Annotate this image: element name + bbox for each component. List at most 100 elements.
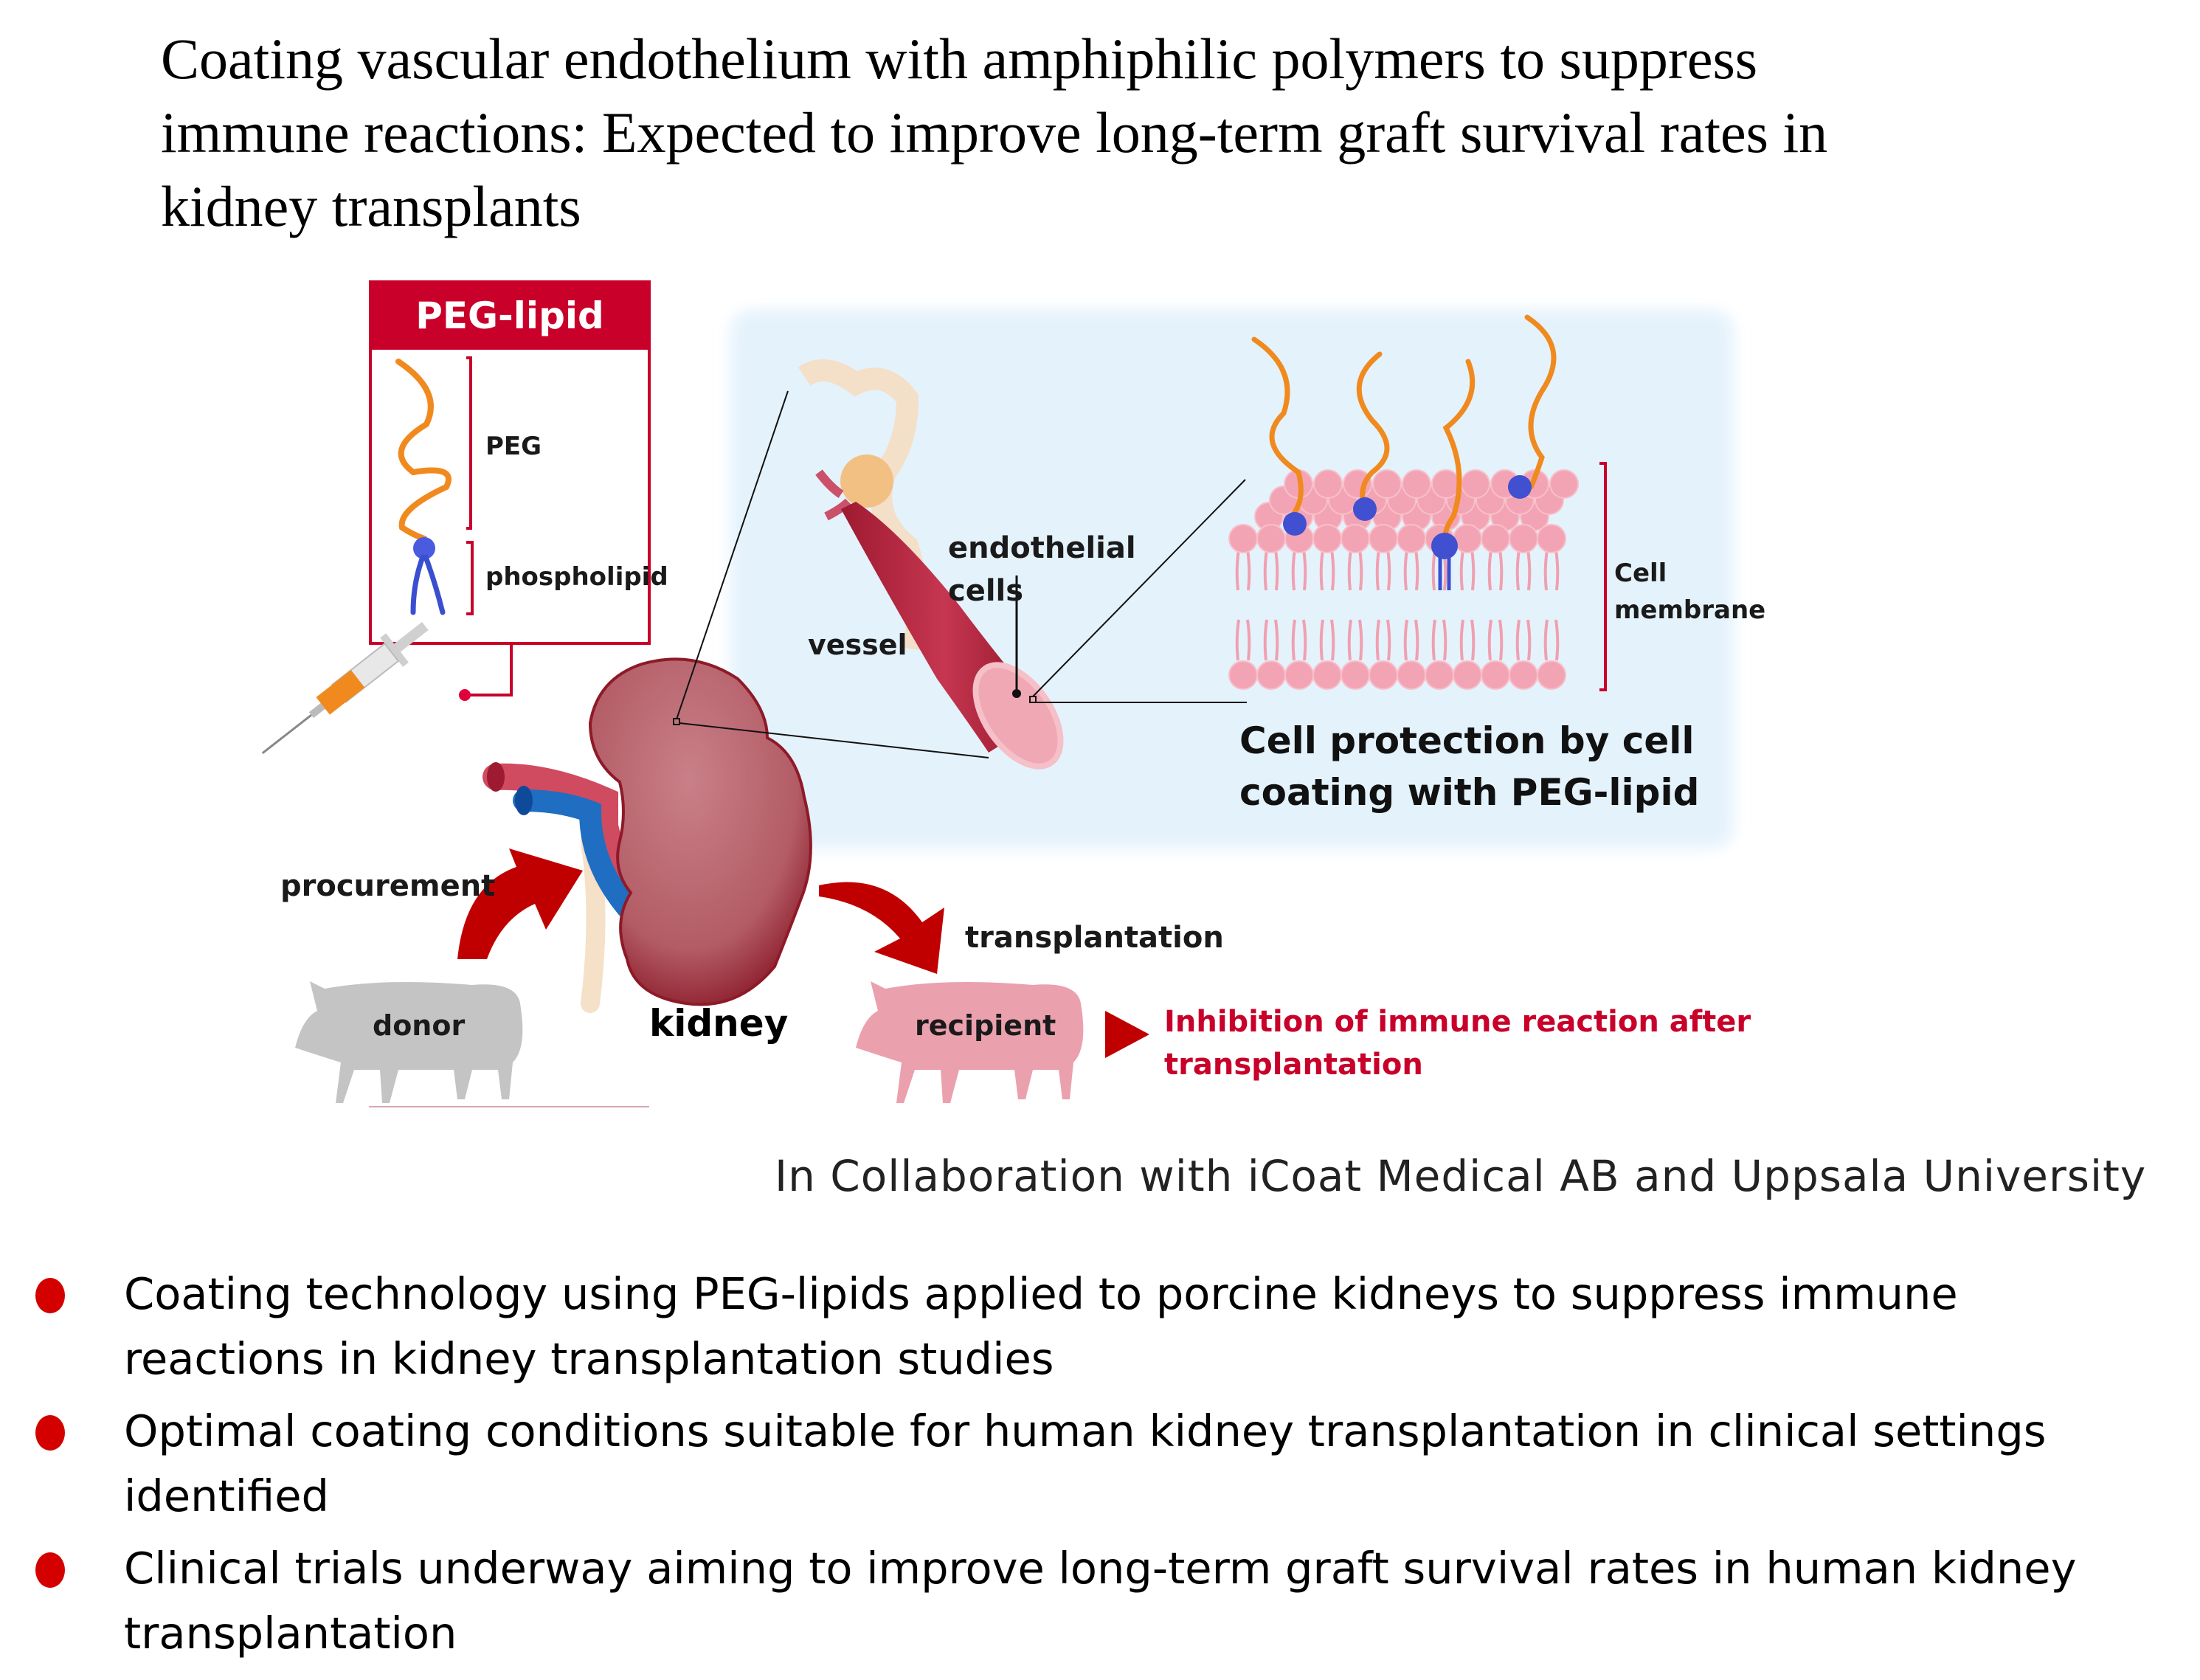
cell-membrane-bracket [1599, 462, 1607, 691]
lipid-tail [1543, 549, 1560, 591]
lipid-tail [1459, 619, 1476, 661]
phospholipid-bracket [466, 541, 474, 615]
lipid-tail [1515, 619, 1532, 661]
lipid-head [1461, 469, 1490, 499]
result-arrow-icon [1105, 1011, 1149, 1058]
lipid-head [1537, 524, 1566, 553]
page-title: Coating vascular endothelium with amphip… [161, 22, 2005, 243]
lipid-head [1341, 660, 1370, 690]
cell-membrane-label-1: Cell [1614, 559, 1667, 588]
renal-artery [482, 763, 633, 899]
donor-pig-icon [295, 981, 523, 1103]
lipid-tail [1291, 549, 1307, 591]
syringe-icon [261, 621, 429, 755]
peg-bracket [466, 356, 472, 530]
lipid-tail [1375, 549, 1391, 591]
lipid-head [1431, 469, 1461, 499]
lipid-head [1509, 660, 1538, 690]
lipid-tail [1515, 549, 1532, 591]
key-point-item: Clinical trials underway aiming to impro… [0, 1536, 2116, 1666]
lipid-tail [1235, 549, 1251, 591]
lipid-tail [1487, 549, 1504, 591]
lipid-head [1341, 524, 1370, 553]
diagram-illustration [261, 280, 1734, 1107]
key-point-item: Optimal coating conditions suitable for … [0, 1399, 2116, 1529]
lipid-head [1228, 524, 1258, 553]
lipid-head [1481, 524, 1510, 553]
endothelial-cells-label-2: cells [948, 574, 1024, 608]
lipid-head [1369, 524, 1398, 553]
lipid-tail [1319, 549, 1335, 591]
lipid-tail [1459, 549, 1476, 591]
outcome-label-2: transplantation [1164, 1048, 1423, 1082]
lipid-head [1372, 469, 1402, 499]
lipid-head [1284, 660, 1314, 690]
key-point-text: Clinical trials underway aiming to impro… [124, 1543, 2077, 1659]
lipid-tail [1543, 619, 1560, 661]
lipid-head [1549, 469, 1579, 499]
kidney-label: kidney [649, 1002, 789, 1045]
cell-membrane-label-2: membrane [1614, 595, 1766, 625]
lipid-head [1537, 660, 1566, 690]
lipid-head [1453, 524, 1482, 553]
key-point-text: Optimal coating conditions suitable for … [124, 1406, 2047, 1521]
lipid-tail [1347, 619, 1363, 661]
lipid-head [1228, 660, 1258, 690]
outcome-label-1: Inhibition of immune reaction after [1164, 1005, 1751, 1039]
title-line-3: kidney transplants [161, 174, 581, 238]
lipid-head [1397, 524, 1426, 553]
lipid-tail [1263, 619, 1279, 661]
lipid-head [1256, 524, 1286, 553]
title-line-2: immune reactions: Expected to improve lo… [161, 100, 1828, 165]
bullet-dot-icon [35, 1552, 65, 1588]
kidney-illustration [588, 657, 812, 1006]
membrane-peg-chains [1251, 314, 1557, 549]
key-point-item: Coating technology using PEG-lipids appl… [0, 1262, 2116, 1392]
donor-label: donor [373, 1009, 466, 1042]
lipid-tail [1403, 549, 1419, 591]
phospholipid-icon [410, 537, 446, 615]
lipid-head [1425, 660, 1454, 690]
collaboration-note: In Collaboration with iCoat Medical AB a… [775, 1151, 2147, 1201]
vessel-label: vessel [808, 629, 907, 661]
lipid-tail [1263, 549, 1279, 591]
lipid-head [1453, 660, 1482, 690]
cell-protection-label-2: coating with PEG-lipid [1239, 771, 1700, 814]
lipid-head [1312, 524, 1342, 553]
key-points-list: Coating technology using PEG-lipids appl… [0, 1262, 2200, 1673]
lipid-head [1312, 660, 1342, 690]
title-line-1: Coating vascular endothelium with amphip… [161, 27, 1758, 91]
membrane-phospholipid-heads [1283, 475, 1532, 590]
lipid-tail [1319, 619, 1335, 661]
transplantation-arrow [819, 882, 944, 974]
peg-label: PEG [485, 432, 542, 461]
lipid-head [1369, 660, 1398, 690]
lipid-tail [1375, 619, 1391, 661]
lipid-head [1313, 469, 1343, 499]
phospholipid-label: phospholipid [485, 562, 668, 592]
lipid-tail [1291, 619, 1307, 661]
bullet-dot-icon [35, 1278, 65, 1313]
recipient-label: recipient [915, 1009, 1056, 1042]
lipid-tail [1431, 619, 1447, 661]
lipid-head [1397, 660, 1426, 690]
recipient-pig-icon [856, 981, 1084, 1103]
lipid-head [1509, 524, 1538, 553]
lipid-head [1256, 660, 1286, 690]
cell-protection-label-1: Cell protection by cell [1239, 719, 1695, 762]
box-connector-line [466, 643, 513, 696]
endothelial-cells-label-1: endothelial [948, 531, 1136, 565]
key-point-text: Coating technology using PEG-lipids appl… [124, 1268, 1958, 1384]
transplantation-label: transplantation [965, 921, 1224, 955]
lipid-head [1402, 469, 1431, 499]
peg-lipid-header: PEG-lipid [370, 282, 649, 350]
lipid-tail [1235, 619, 1251, 661]
renal-vein [513, 789, 638, 919]
lipid-tail [1487, 619, 1504, 661]
bullet-dot-icon [35, 1415, 65, 1451]
lipid-head [1481, 660, 1510, 690]
procurement-label: procurement [280, 869, 496, 903]
procurement-arrow [457, 848, 583, 959]
lipid-tail [1347, 549, 1363, 591]
lipid-tail [1403, 619, 1419, 661]
